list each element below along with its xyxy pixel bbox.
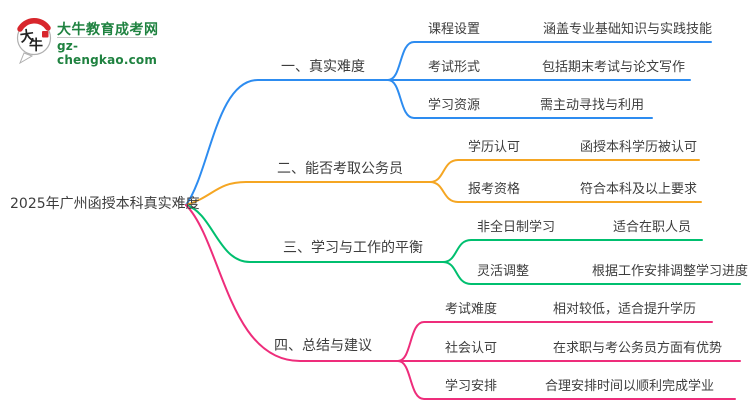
branch-4-child-1-value: 相对较低，适合提升学历	[553, 302, 697, 317]
branch-3-child-1-label: 非全日制学习	[477, 220, 556, 235]
branch-1-trunk-line	[185, 79, 389, 206]
branch-2-child-1-label: 学历认可	[468, 140, 521, 155]
branch-3-child-2-value: 根据工作安排调整学习进度	[592, 264, 749, 279]
branch-4-child-3-label: 学习安排	[445, 379, 498, 394]
logo-char-niu: 牛	[29, 37, 43, 54]
branch-4-trunk-line	[185, 204, 399, 362]
logo-char-da: 大	[19, 27, 35, 46]
branch-3-child-1-line	[442, 239, 703, 263]
branch-3-child-2-line	[442, 261, 741, 285]
branch-1-child-2-label: 考试形式	[428, 60, 481, 75]
branch-3-child-2-label: 灵活调整	[477, 264, 530, 279]
logo-seal-stamp	[42, 31, 49, 38]
branch-1-child-3-value: 需主动寻找与利用	[540, 98, 645, 113]
logo-speech-tail	[19, 52, 34, 64]
branch-4-child-3-value: 合理安排时间以顺利完成学业	[545, 379, 715, 394]
branch-4-child-2-value: 在求职与考公务员方面有优势	[553, 341, 723, 356]
daniu-bull-logo-icon: 大 牛	[16, 17, 52, 64]
branch-2-child-1-line	[429, 159, 700, 183]
branch-4-child-1-line	[397, 321, 713, 362]
branch-3-trunk-line	[185, 204, 444, 263]
site-logo: 大 牛 大牛教育成考网 gz-chengkao.com	[0, 0, 170, 67]
branch-3-label: 三、学习与工作的平衡	[283, 240, 423, 256]
branch-1-child-3-line	[387, 79, 653, 119]
branch-1-child-1-label: 课程设置	[428, 22, 481, 37]
branch-4-label: 四、总结与建议	[274, 338, 372, 354]
branch-2-trunk-line	[185, 181, 431, 206]
branch-4-child-1-label: 考试难度	[445, 302, 498, 317]
branch-4-child-3-line	[397, 360, 736, 400]
logo-divider	[57, 37, 153, 38]
branch-2-child-2-value: 符合本科及以上要求	[580, 182, 698, 197]
branch-2-child-2-line	[429, 181, 702, 203]
branch-2-child-1-value: 函授本科学历被认可	[580, 140, 698, 155]
branch-3-child-1-value: 适合在职人员	[613, 220, 692, 235]
branch-1-child-2-value: 包括期末考试与论文写作	[542, 60, 686, 75]
logo-red-cap	[17, 17, 51, 32]
branch-1-label: 一、真实难度	[281, 59, 365, 75]
branch-1-child-3-label: 学习资源	[428, 98, 481, 113]
root-topic-label: 2025年广州函授本科真实难度	[10, 196, 200, 212]
branch-2-child-2-label: 报考资格	[468, 182, 521, 197]
branch-1-child-1-value: 涵盖专业基础知识与实践技能	[543, 22, 713, 37]
branch-2-label: 二、能否考取公务员	[277, 161, 403, 177]
branch-1-child-1-line	[387, 41, 712, 81]
logo-site-name: 大牛教育成考网	[57, 22, 159, 38]
logo-site-url: gz-chengkao.com	[57, 39, 158, 67]
branch-4-child-2-label: 社会认可	[445, 341, 498, 356]
